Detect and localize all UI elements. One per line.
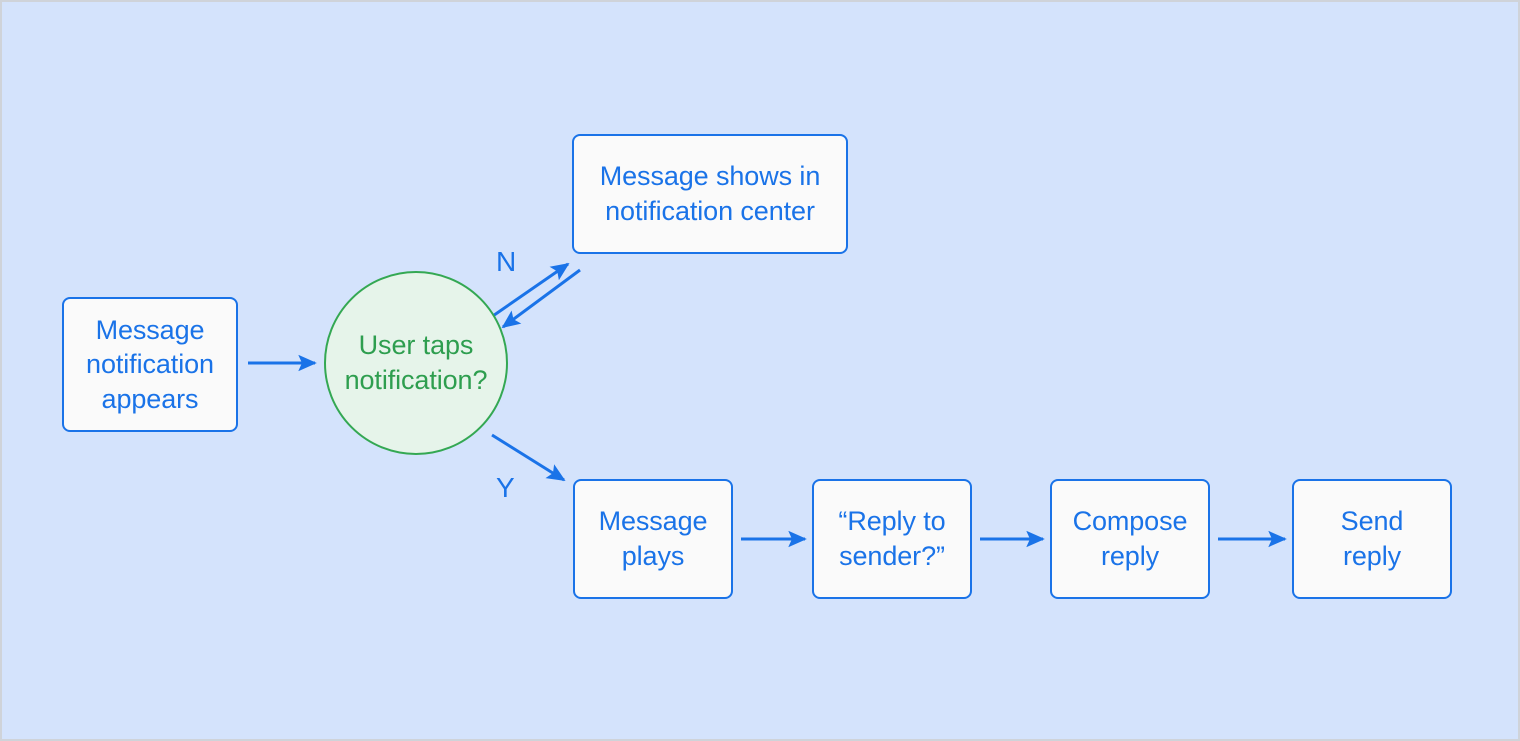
edge-notif-center-to-decision [501, 268, 581, 329]
node-user-taps-notification[interactable]: User taps notification? [324, 271, 508, 455]
node-label: “Reply to sender?” [838, 506, 946, 571]
edge-label-yes: Y [496, 472, 515, 503]
node-label: Message shows in notification center [599, 161, 821, 226]
node-send-reply[interactable]: Send reply [1292, 479, 1452, 599]
edge-decision-to-plays [491, 433, 566, 482]
node-message-notification-appears[interactable]: Message notification appears [62, 297, 238, 432]
node-reply-to-sender[interactable]: “Reply to sender?” [812, 479, 972, 599]
node-label: Send reply [1340, 506, 1404, 571]
node-label: Message plays [598, 506, 708, 571]
edge-label-no: N [496, 246, 517, 277]
node-compose-reply[interactable]: Compose reply [1050, 479, 1210, 599]
node-label: Compose reply [1072, 506, 1188, 571]
node-message-plays[interactable]: Message plays [573, 479, 733, 599]
node-label: User taps notification? [344, 330, 488, 395]
edge-decision-to-notif-center [486, 262, 570, 322]
node-message-shows-in-notification-center[interactable]: Message shows in notification center [572, 134, 848, 254]
node-label: Message notification appears [86, 314, 214, 414]
